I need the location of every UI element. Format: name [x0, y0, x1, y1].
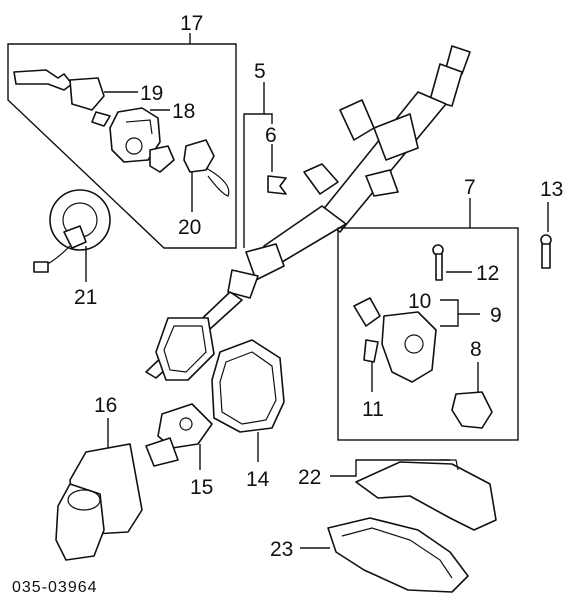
callout-19: 19 [140, 82, 163, 105]
callout-12: 12 [476, 262, 499, 285]
switch-body-part-18 [109, 107, 175, 173]
clip-part-6 [267, 144, 287, 195]
steering-column-part-5 [145, 45, 471, 381]
callout-8: 8 [470, 338, 482, 361]
bolt-part-13 [540, 202, 552, 269]
callout-23: 23 [270, 538, 293, 561]
callout-14: 14 [246, 468, 270, 491]
column-assembly-leader-5 [243, 82, 273, 248]
callout-7: 7 [464, 176, 476, 199]
callout-11: 11 [362, 398, 384, 421]
lower-cover-part-23 [300, 517, 469, 593]
column-boot-part-14 [211, 339, 285, 462]
switch-assembly-box-17 [7, 33, 237, 249]
key-cylinder-part-10 [353, 297, 480, 383]
lower-boot-part-16 [55, 418, 143, 561]
ignition-switch-part-8 [451, 362, 493, 429]
callout-13: 13 [540, 178, 563, 201]
intermediate-joint-part-15 [145, 403, 213, 470]
callout-16: 16 [94, 394, 117, 417]
callout-9: 9 [490, 304, 502, 327]
wiper-switch-part-20 [183, 139, 230, 212]
callout-5: 5 [254, 60, 266, 83]
callout-22: 22 [298, 466, 321, 489]
callout-10: 10 [408, 290, 431, 313]
upper-cover-part-22 [330, 459, 497, 531]
callout-15: 15 [190, 476, 213, 499]
spiral-cable-part-21 [33, 189, 111, 282]
lock-set-box-7 [337, 198, 519, 441]
diagram-code: 035-03964 [12, 579, 98, 596]
bolt-part-12 [432, 244, 472, 281]
lock-pin-part-11 [363, 339, 379, 392]
callout-17: 17 [180, 12, 203, 35]
callout-18: 18 [172, 100, 195, 123]
turn-signal-switch-part-19 [13, 69, 138, 127]
callout-6: 6 [265, 124, 277, 147]
callout-21: 21 [74, 286, 97, 309]
callout-20: 20 [178, 216, 201, 239]
